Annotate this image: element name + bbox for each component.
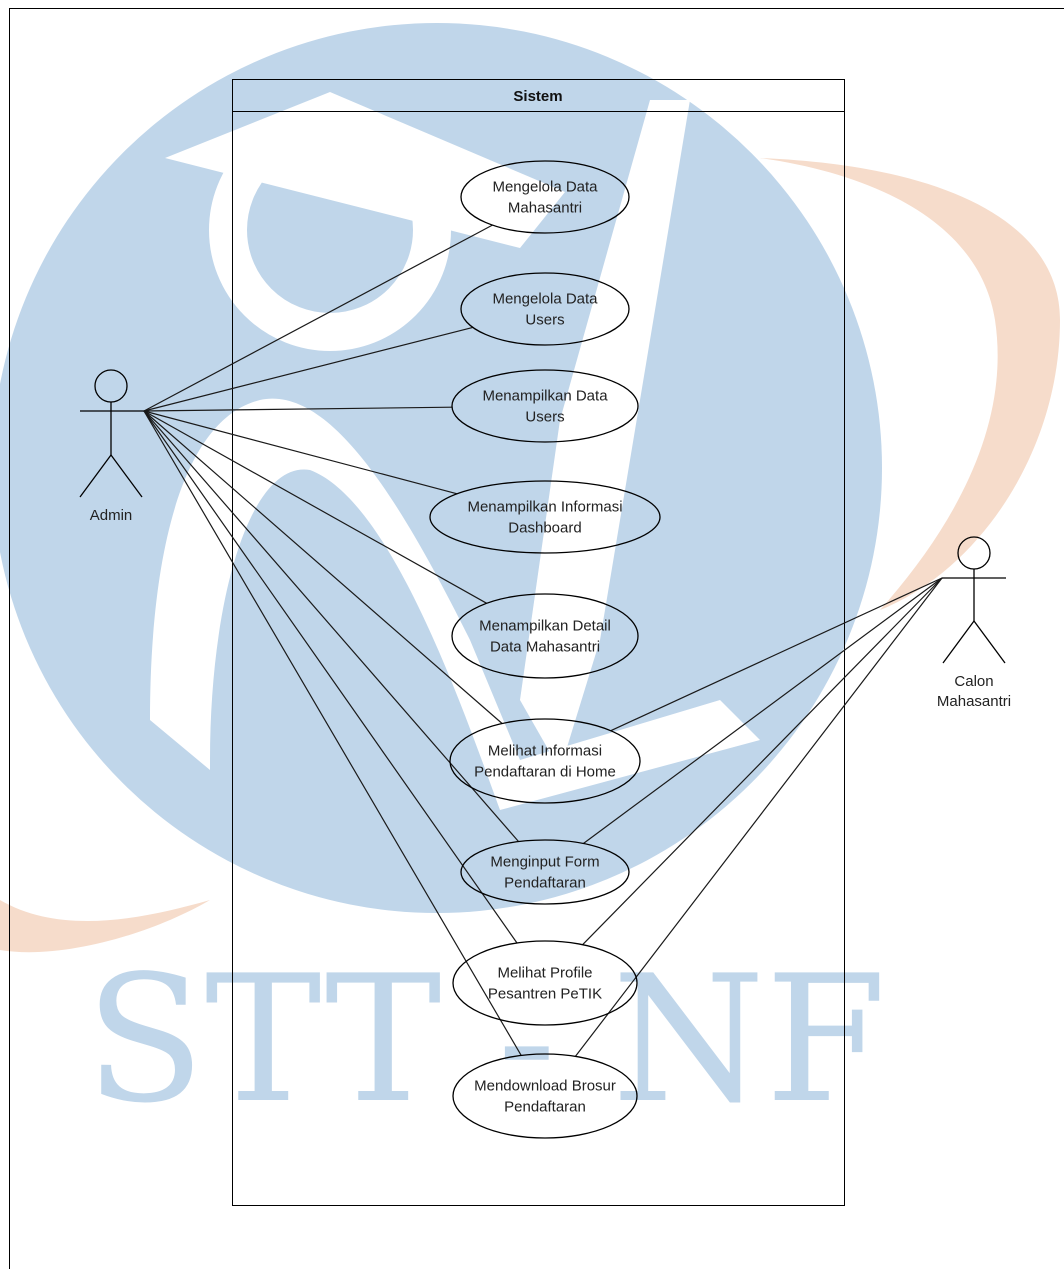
use-case-label-line: Pendaftaran di Home [474, 764, 616, 781]
use-case-label-line: Users [525, 409, 564, 426]
use-case-label-line: Menampilkan Data [482, 388, 608, 405]
use-case-label-line: Dashboard [508, 520, 581, 537]
use-case-label-line: Menampilkan Informasi [467, 499, 622, 516]
system-title: Sistem [513, 88, 562, 105]
use-case-label-line: Pesantren PeTIK [488, 986, 602, 1003]
use-case-label-line: Data Mahasantri [490, 639, 600, 656]
actor-calon-label-line-1: Calon [954, 673, 993, 690]
actor-calon-label-line-2: Mahasantri [937, 693, 1011, 710]
use-case-label-line: Pendaftaran [504, 1099, 586, 1116]
watermark-text: STT - NF [85, 939, 887, 1142]
use-case-label-line: Melihat Profile [497, 965, 592, 982]
use-case-label-line: Users [525, 312, 564, 329]
actor-admin-label: Admin [90, 507, 133, 524]
use-case-label-line: Menampilkan Detail [479, 618, 611, 635]
use-case-label-line: Melihat Informasi [488, 743, 602, 760]
use-case-label-line: Menginput Form [490, 854, 599, 871]
use-case-label-line: Mengelola Data [492, 179, 598, 196]
use-case-label-line: Pendaftaran [504, 875, 586, 892]
use-case-label-line: Mahasantri [508, 200, 582, 217]
use-case-label-line: Mengelola Data [492, 291, 598, 308]
use-case-label-line: Mendownload Brosur [474, 1078, 616, 1095]
